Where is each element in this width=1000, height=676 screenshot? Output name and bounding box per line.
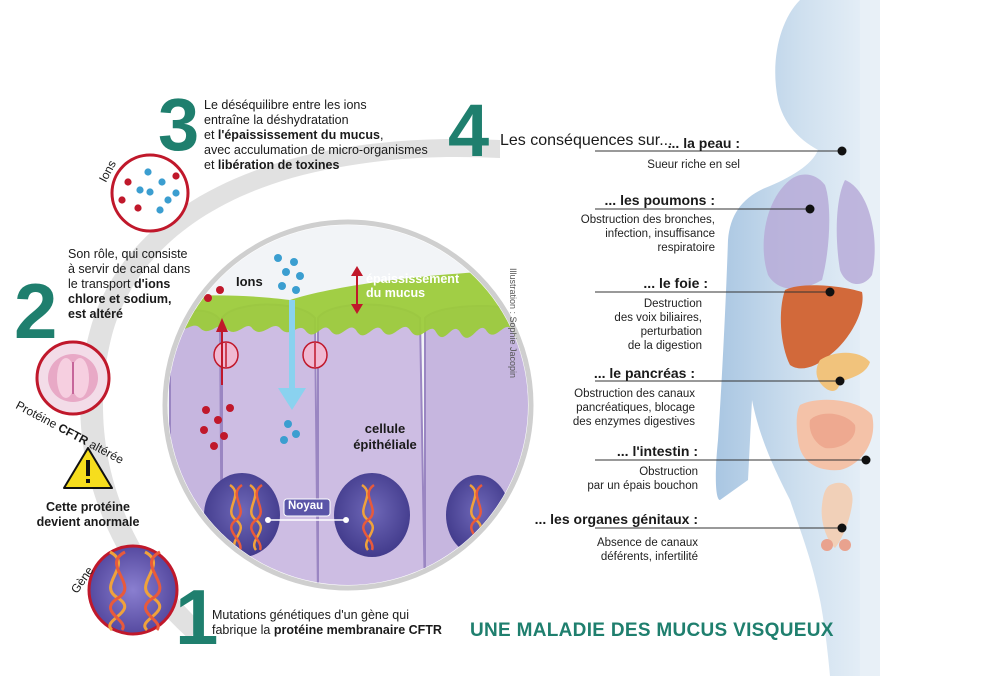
organ-leader-lines (595, 150, 866, 529)
step-3-line: avec acculumation de micro-organismes (204, 143, 428, 157)
organ-title-pancreas: ... le pancréas : (593, 365, 695, 381)
organ-desc-line: Destruction (643, 298, 702, 310)
mucus-label-line: du mucus (366, 286, 426, 300)
organ-desc-line: infection, insuffisance (605, 228, 715, 240)
step-2-line: chlore et sodium, (68, 292, 172, 306)
organ-desc-line: Sueur riche en sel (647, 159, 740, 171)
organ-title-lungs: ... les poumons : (604, 192, 715, 208)
organ-desc-genitals: Absence de canaux déférents, infertilité (480, 536, 698, 564)
step-2-line: est altéré (68, 307, 123, 321)
mucus-label-line: épaississement (366, 272, 460, 286)
organ-title-liver: ... le foie : (643, 275, 708, 291)
organ-desc-line: par un épais bouchon (587, 480, 698, 492)
organ-dots (805, 146, 871, 533)
warning-icon (63, 447, 113, 489)
organ-title-intestine: ... l'intestin : (616, 443, 698, 459)
organ-desc-pancreas: Obstruction des canaux pancréatiques, bl… (480, 387, 695, 429)
organ-desc-line: Obstruction des canaux (574, 388, 695, 400)
step-3-line: et l'épaississement du mucus, (204, 128, 384, 142)
cell-label-line: cellule (364, 421, 406, 436)
organ-desc-liver: Destruction des voix biliaires, perturba… (500, 297, 702, 353)
organ-desc-line: Obstruction (639, 466, 698, 478)
organ-desc-skin: Sueur riche en sel (520, 158, 740, 172)
human-body (715, 0, 880, 676)
warning-line: Cette protéine (45, 500, 131, 514)
step-1-line: fabrique la protéine membranaire CFTR (212, 623, 442, 637)
organ-desc-line: perturbation (640, 326, 702, 338)
organ-desc-line: de la digestion (627, 340, 702, 352)
organ-title-skin: ... la peau : (667, 135, 740, 151)
step-4-text: Les conséquences sur... (500, 132, 673, 149)
organ-title-genitals: ... les organes génitaux : (534, 511, 698, 527)
noyau-label: Noyau (288, 500, 324, 512)
ions-circle (110, 153, 190, 233)
step-1-line: Mutations génétiques d'un gène qui (212, 608, 409, 622)
cell-label-line: épithéliale (353, 437, 417, 452)
organ-desc-line: pancréatiques, blocage (576, 402, 695, 414)
step-3-line: entraîne la déshydratation (204, 113, 349, 127)
step-3-line: et libération de toxines (204, 158, 340, 172)
mucus-label: épaississement du mucus (366, 272, 459, 300)
step-1-text: Mutations génétiques d'un gène qui fabri… (212, 608, 462, 638)
step-2-number: 2 (14, 267, 58, 355)
organ-desc-line: déférents, infertilité (600, 551, 698, 563)
organ-desc-line: des voix biliaires, (614, 312, 702, 324)
warning-text: Cette protéine devient anormale (28, 500, 148, 530)
warning-line: devient anormale (36, 515, 140, 529)
main-title: UNE MALADIE DES MUCUS VISQUEUX (470, 620, 834, 641)
organ-desc-lungs: Obstruction des bronches, infection, ins… (500, 213, 715, 255)
organ-desc-intestine: Obstruction par un épais bouchon (480, 465, 698, 493)
cftr-circle (35, 340, 111, 416)
organ-desc-line: Obstruction des bronches, (580, 214, 715, 226)
step-3-text: Le déséquilibre entre les ions entraîne … (204, 98, 474, 173)
step-2-line: à servir de canal dans (68, 262, 191, 276)
organ-desc-line: des enzymes digestives (572, 416, 695, 428)
step-2-line: le transport d'ions (68, 277, 171, 291)
gene-circle (87, 544, 179, 636)
step-2-line: Son rôle, qui consiste (68, 247, 188, 261)
step-4-number: 4 (448, 89, 490, 172)
step-3-line: Le déséquilibre entre les ions (204, 98, 367, 112)
cell-ions-label: Ions (236, 274, 263, 289)
step-1-number: 1 (175, 573, 219, 661)
organ-desc-line: respiratoire (657, 242, 715, 254)
step-2-text: Son rôle, qui consiste à servir de canal… (68, 247, 238, 322)
cell-label: cellule épithéliale (340, 421, 430, 453)
organ-desc-line: Absence de canaux (596, 537, 698, 549)
step-3-number: 3 (158, 83, 200, 166)
